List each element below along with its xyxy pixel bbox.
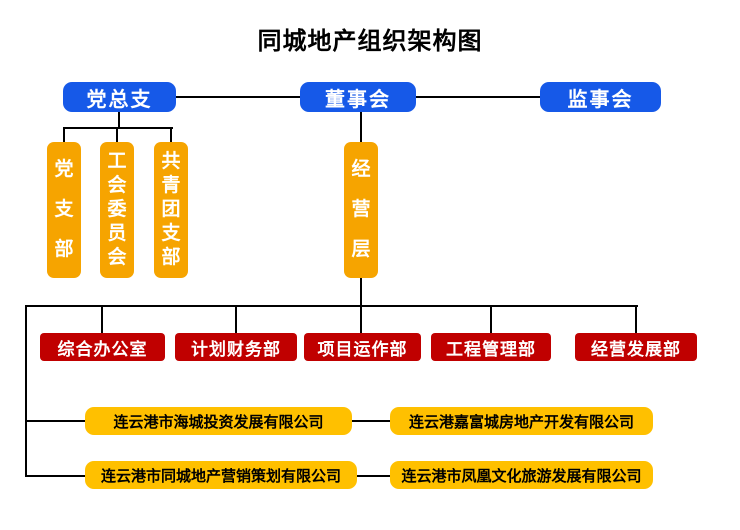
node-business-development-dept: 经营发展部 [575, 333, 697, 361]
node-company-haicheng-investment: 连云港市海城投资发展有限公司 [85, 407, 352, 435]
node-label: 工程管理部 [446, 339, 536, 359]
node-label: 连云港市同城地产营销策划有限公司 [100, 467, 341, 485]
node-label: 计划财务部 [191, 339, 281, 359]
connector-line [118, 112, 120, 129]
node-project-operation-dept: 项目运作部 [304, 333, 421, 361]
node-company-fenghuang-tourism: 连云港市凤凰文化旅游发展有限公司 [390, 461, 653, 489]
node-label: 经营发展部 [591, 339, 681, 359]
node-company-tongcheng-marketing: 连云港市同城地产营销策划有限公司 [85, 461, 357, 489]
connector-line [63, 127, 65, 143]
node-management-layer: 经营层 [344, 142, 378, 278]
node-youth-league-branch: 共青团支部 [154, 142, 188, 278]
node-labor-union-committee: 工会委员会 [100, 142, 134, 278]
node-label: 监事会 [567, 88, 634, 111]
connector-line [235, 305, 237, 334]
node-label: 项目运作部 [317, 339, 408, 359]
connector-line [63, 127, 173, 129]
connector-line [635, 305, 637, 334]
node-company-jiafucheng-realestate: 连云港嘉富城房地产开发有限公司 [390, 407, 653, 435]
node-label: 连云港市海城投资发展有限公司 [113, 413, 324, 431]
node-label: 连云港市凤凰文化旅游发展有限公司 [401, 467, 642, 485]
node-party-branch: 党支部 [47, 142, 81, 278]
node-label: 综合办公室 [57, 339, 148, 359]
node-engineering-management-dept: 工程管理部 [431, 333, 551, 361]
connector-line [360, 112, 362, 143]
chart-title: 同城地产组织架构图 [257, 28, 483, 55]
connector-line [25, 305, 27, 477]
node-supervisory-board: 监事会 [540, 82, 661, 112]
connector-line [101, 305, 103, 334]
node-label: 党总支 [86, 88, 153, 111]
connector-line [25, 305, 638, 307]
connector-line [490, 305, 492, 334]
node-general-office: 综合办公室 [40, 333, 165, 361]
node-planning-finance-dept: 计划财务部 [175, 333, 297, 361]
node-label: 董事会 [325, 88, 391, 111]
node-label: 连云港嘉富城房地产开发有限公司 [408, 413, 634, 431]
node-board-of-directors: 董事会 [300, 82, 416, 112]
connector-line [170, 127, 172, 143]
connector-line [116, 127, 118, 143]
node-party-general-branch: 党总支 [63, 82, 176, 112]
